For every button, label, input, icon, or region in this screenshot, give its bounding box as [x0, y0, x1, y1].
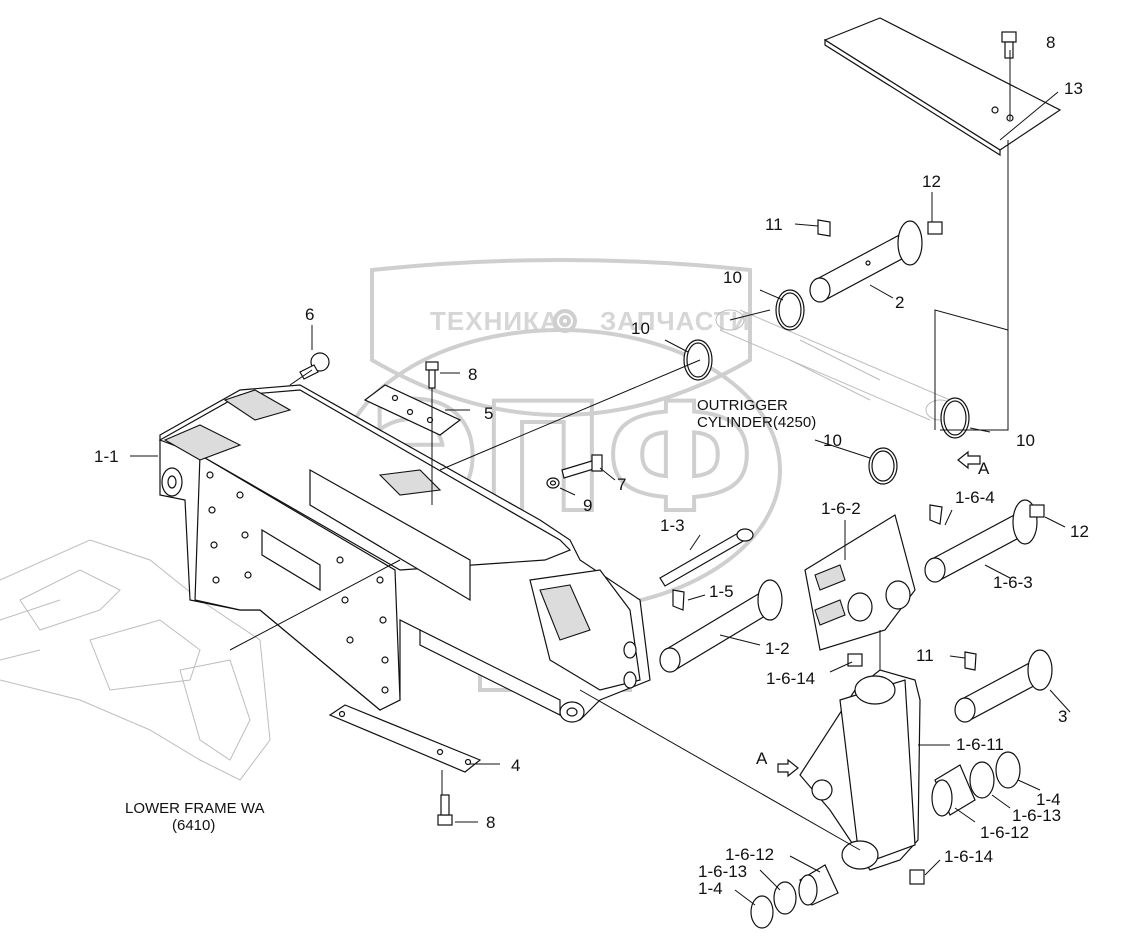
label-1-6-2: 1-6-2: [821, 499, 861, 518]
leader-lines: [130, 50, 1071, 906]
fitting-1-6-14-bottom: [909, 869, 925, 885]
label-view-a-left: A: [756, 749, 768, 768]
pin-11-top: [817, 219, 831, 237]
bottom-plate-4: [328, 704, 482, 773]
label-1-1: 1-1: [94, 447, 119, 466]
label-1-6-13-right: 1-6-13: [1012, 806, 1061, 825]
grease-fitting-12-right: [1029, 504, 1045, 518]
label-1-4-right: 1-4: [1036, 790, 1061, 809]
label-6: 6: [305, 305, 314, 324]
pin-2: [809, 220, 923, 303]
plate-holes: [206, 471, 389, 694]
outrigger-note-line1: OUTRIGGER: [697, 397, 788, 414]
bushing-1-6-12-right: [931, 764, 976, 817]
part-labels: 8 13 12 11 10 2 10 6 8 5 OUTRIGGER CYLIN…: [94, 33, 1089, 898]
o-ring-10-c: [868, 447, 898, 485]
label-1-6-4: 1-6-4: [955, 488, 995, 507]
link-1-6-11: [799, 669, 921, 871]
lower-frame-note-line2: (6410): [172, 817, 215, 834]
bracket-1-6-2: [804, 514, 916, 651]
o-ring-10-d: [940, 397, 970, 439]
label-12-top: 12: [922, 172, 941, 191]
label-3: 3: [1058, 707, 1067, 726]
bolt-7: [561, 454, 603, 479]
label-8-bottom: 8: [486, 813, 495, 832]
fitting-1-6-14-top: [847, 653, 863, 667]
outrigger-box-frame: [158, 384, 651, 723]
label-1-6-13-left: 1-6-13: [698, 862, 747, 881]
pin-1-5: [672, 589, 685, 611]
ring-1-6-13-right: [969, 761, 995, 799]
label-1-2: 1-2: [765, 639, 790, 658]
label-1-6-11: 1-6-11: [956, 735, 1004, 754]
o-ring-10-a: [775, 289, 805, 331]
label-1-6-12-right: 1-6-12: [980, 823, 1029, 842]
label-10-a: 10: [723, 268, 742, 287]
ring-1-4-left: [750, 895, 774, 929]
view-arrow-a-right: [957, 450, 981, 470]
pin-1-2: [659, 579, 783, 673]
label-10-b: 10: [631, 319, 650, 338]
rod-1-3: [659, 528, 754, 587]
label-7: 7: [617, 475, 626, 494]
grease-fitting-12-top: [927, 221, 943, 235]
cover-13: [823, 17, 1062, 157]
bolt-8-bottom: [437, 794, 453, 826]
pin-3: [954, 649, 1053, 723]
label-1-4-left: 1-4: [698, 879, 723, 898]
o-ring-10-b: [683, 339, 713, 381]
label-1-6-14-bottom: 1-6-14: [944, 847, 993, 866]
label-1-6-3: 1-6-3: [993, 573, 1033, 592]
label-1-6-14-top: 1-6-14: [766, 669, 815, 688]
label-10-d: 10: [1016, 431, 1035, 450]
label-1-5: 1-5: [709, 582, 734, 601]
label-2: 2: [895, 293, 904, 312]
pin-11-lower: [964, 651, 977, 671]
label-8-top: 8: [468, 365, 477, 384]
label-13: 13: [1064, 79, 1083, 98]
pin-1-6-4: [929, 504, 943, 525]
label-view-a-right: A: [978, 459, 990, 478]
outrigger-note-line2: CYLINDER(4250): [697, 414, 816, 431]
label-1-6-12-left: 1-6-12: [725, 845, 774, 864]
label-1-3: 1-3: [660, 516, 685, 535]
bolt-8-cover: [1001, 31, 1017, 59]
ring-1-4-right: [995, 751, 1021, 789]
label-9: 9: [583, 496, 592, 515]
view-arrow-a-left: [777, 758, 799, 778]
outrigger-cylinder-ghost: [715, 309, 955, 421]
label-12-right: 12: [1070, 522, 1089, 541]
label-11-lower: 11: [916, 646, 934, 665]
lower-frame-ghost: [0, 539, 271, 781]
label-5: 5: [484, 404, 493, 423]
label-4: 4: [511, 756, 520, 775]
bolt-8-top: [425, 361, 439, 389]
bushing-1-6-12-left: [798, 864, 839, 906]
label-10-c: 10: [823, 431, 842, 450]
lower-frame-note-line1: LOWER FRAME WA: [125, 800, 264, 817]
washer-9: [546, 477, 560, 489]
label-8-top-right: 8: [1046, 33, 1055, 52]
label-11-top: 11: [765, 215, 783, 234]
